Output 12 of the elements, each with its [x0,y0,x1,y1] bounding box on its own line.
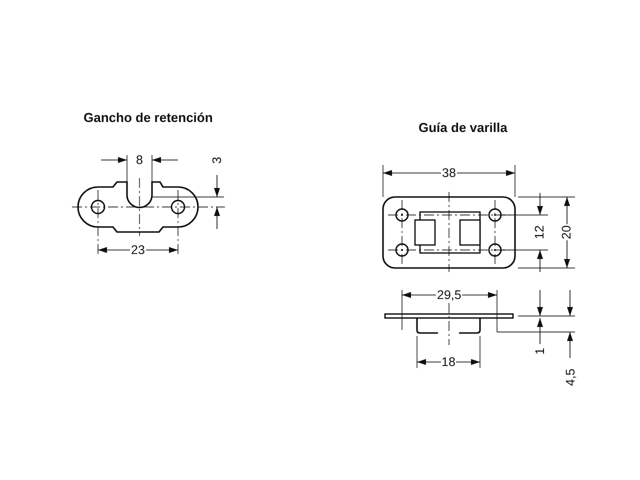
dimension-label: 18 [440,356,456,368]
part-title: Gancho de retención [84,110,213,124]
dimension-label: 3 [210,155,224,164]
dimension-label: 8 [135,154,144,166]
dimension-label: 29,5 [436,288,462,301]
dimension-label: 4,5 [564,367,576,386]
dimension-label: 12 [534,224,546,240]
dimension-label: 20 [560,224,574,240]
dimension-label: 1 [534,346,546,356]
part-title: Guía de varilla [418,120,508,134]
dimension-label: 23 [130,244,146,256]
dimension-label: 38 [441,166,457,179]
